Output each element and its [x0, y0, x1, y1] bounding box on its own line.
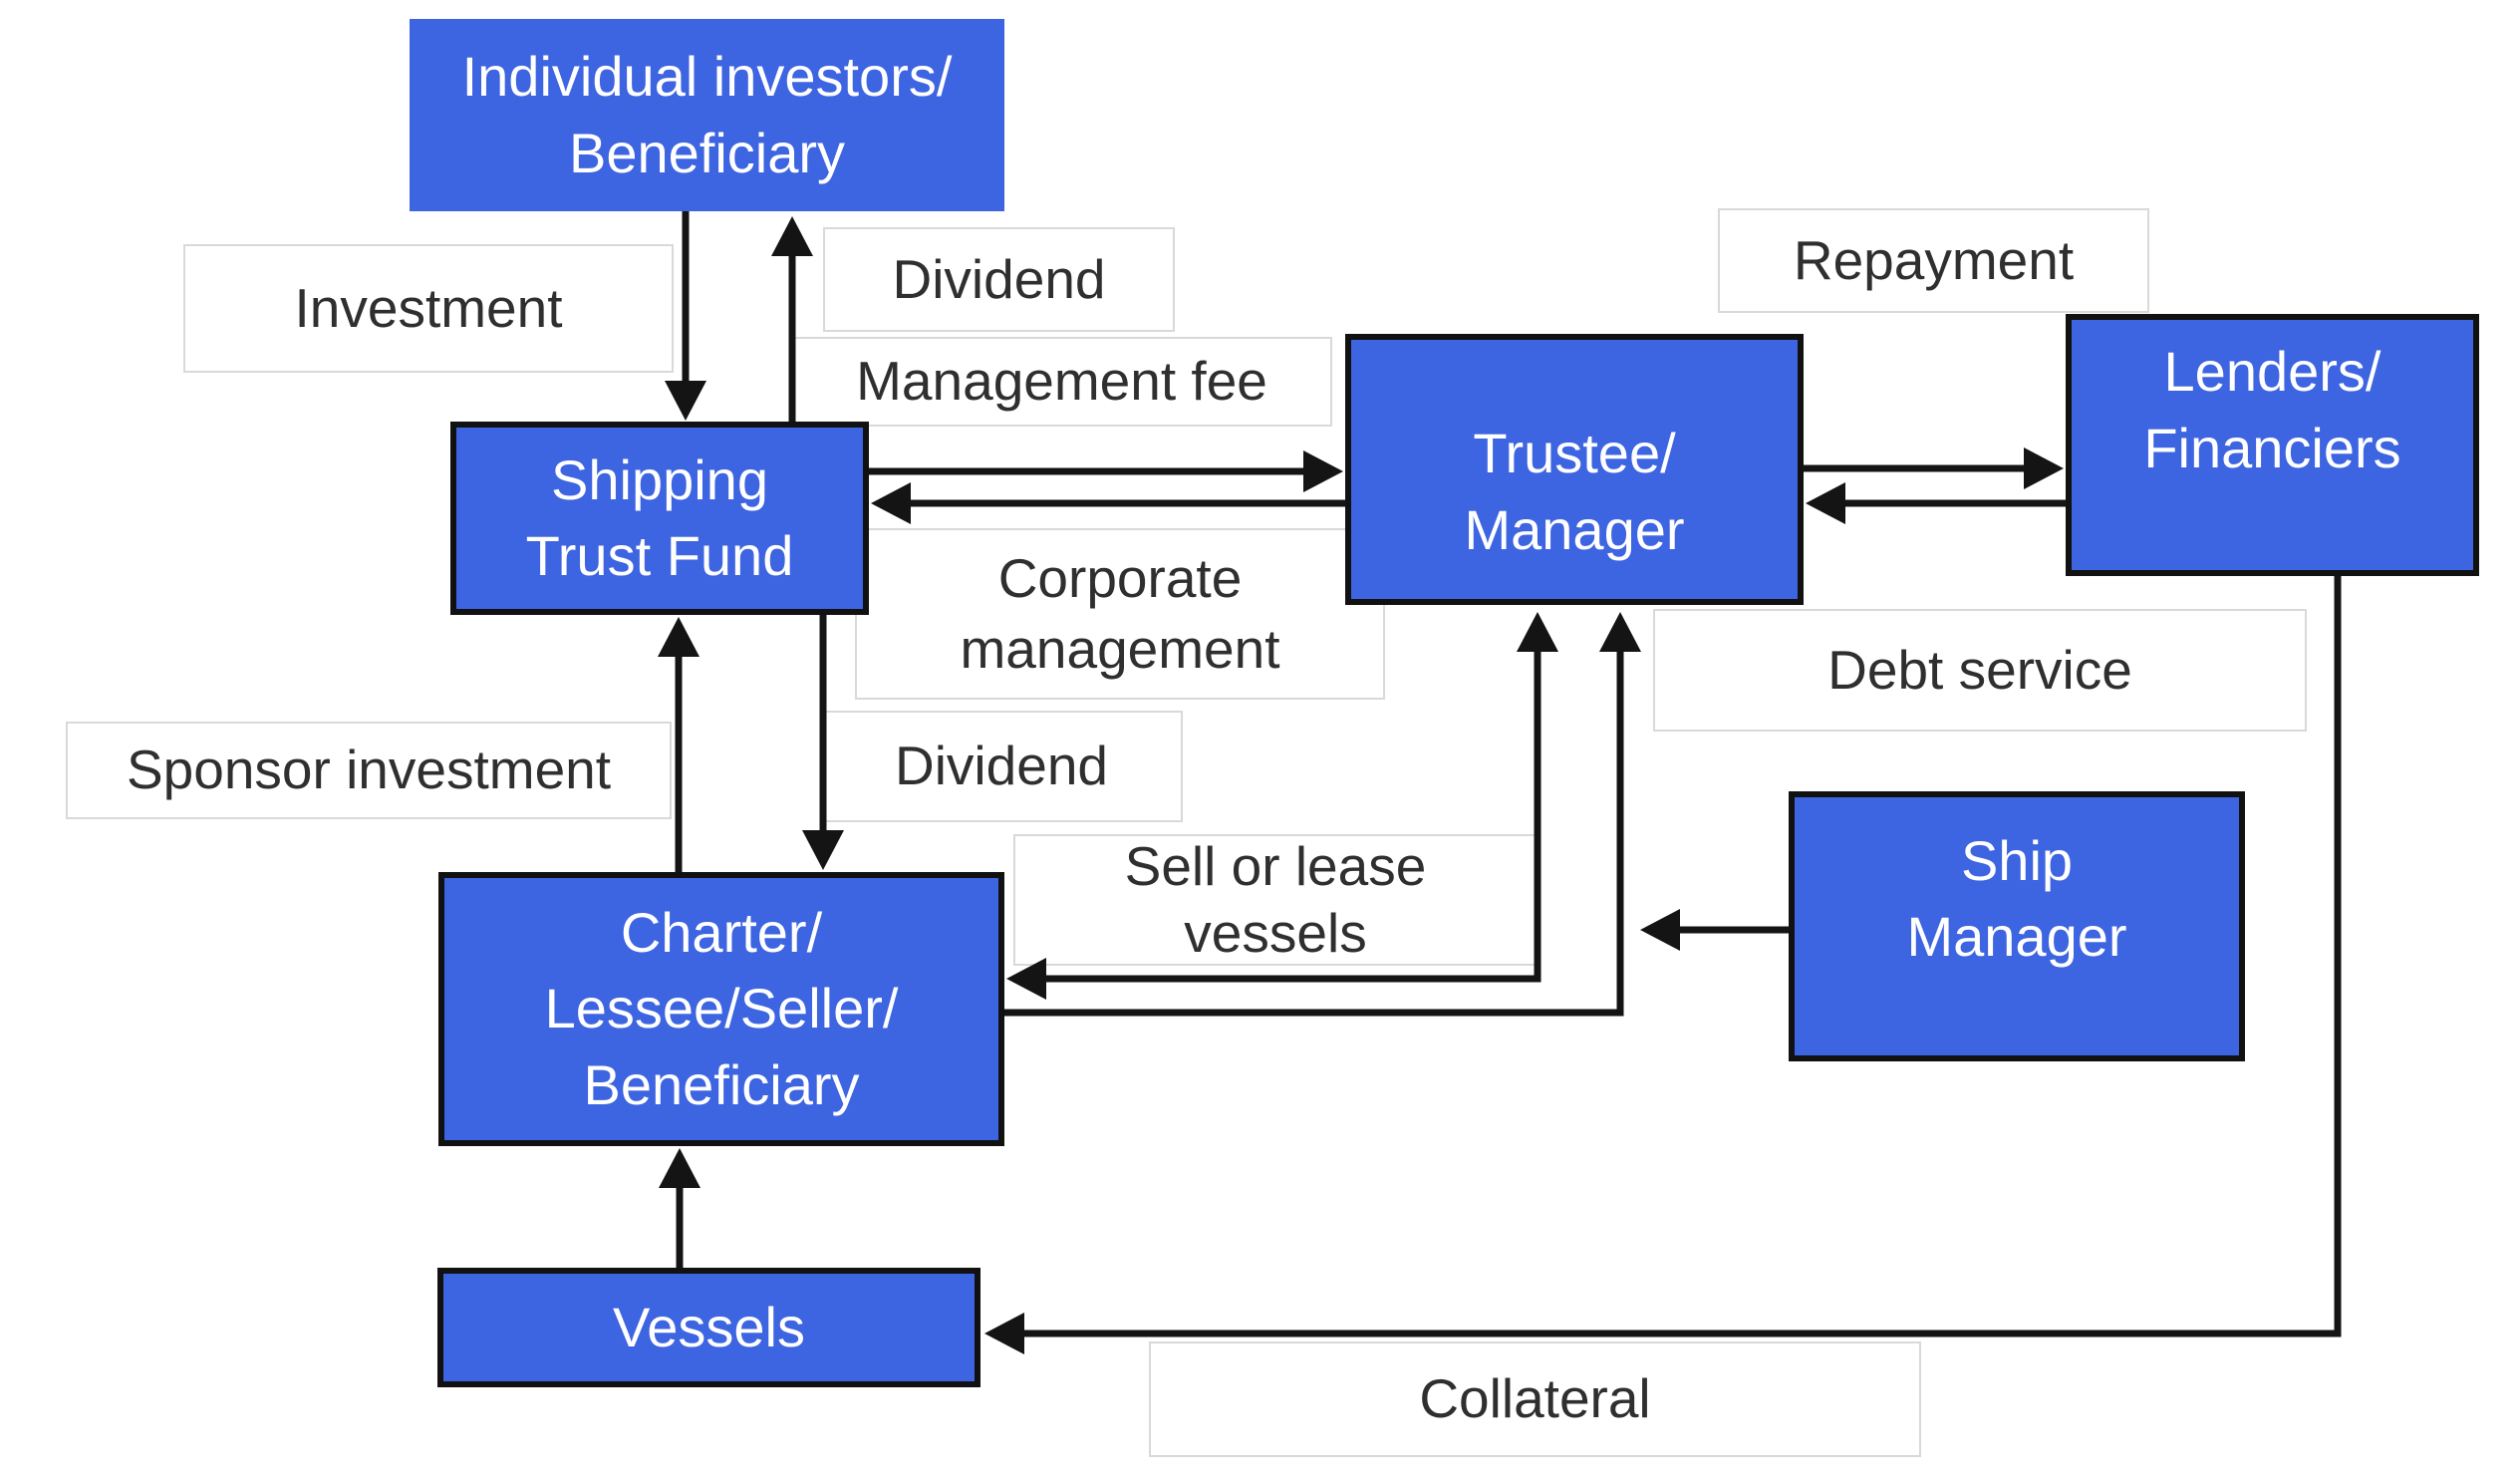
- edge-label-corporate-management: Corporate management: [855, 528, 1385, 700]
- edge-label-collateral: Collateral: [1149, 1341, 1921, 1457]
- node-label-line: Shipping: [551, 447, 768, 511]
- arrow-trustee-to-lenders: [1804, 447, 2064, 489]
- node-label-line: Beneficiary: [583, 1052, 860, 1116]
- edge-label-text: Dividend: [892, 247, 1106, 310]
- edge-label-text: Sponsor investment: [126, 739, 612, 801]
- edge-label-text: Dividend: [894, 735, 1108, 797]
- node-label-line: Ship: [1960, 828, 2074, 892]
- node-label-line: Financiers: [2143, 416, 2401, 479]
- edge-label-sponsor-investment: Sponsor investment: [66, 722, 672, 819]
- node-label-line: Individual investors/: [461, 45, 953, 109]
- arrow-trustee-to-trust-fund: [871, 482, 1345, 524]
- node-label-line: Lessee/Seller/: [544, 977, 899, 1040]
- edge-label-text: management: [960, 618, 1280, 680]
- edge-label-text: Collateral: [1419, 1367, 1651, 1430]
- arrow-trust-fund-to-trustee: [869, 450, 1343, 492]
- edge-label-text: Management fee: [856, 350, 1267, 413]
- node-charter-lessee-seller-beneficiary: Charter/ Lessee/Seller/ Beneficiary: [438, 872, 1004, 1146]
- node-label-line: Trust Fund: [525, 524, 794, 587]
- node-trustee-manager: Trustee/ Manager: [1345, 334, 1804, 605]
- edge-label-text: Debt service: [1827, 638, 2132, 701]
- node-vessels: Vessels: [437, 1268, 980, 1387]
- edge-label-text: vessels: [1184, 902, 1367, 964]
- node-shipping-trust-fund: Shipping Trust Fund: [450, 422, 869, 615]
- node-lenders-financiers: Lenders/ Financiers: [2066, 314, 2479, 576]
- edge-label-management-fee: Management fee: [791, 337, 1332, 427]
- edge-label-text: Sell or lease: [1124, 834, 1427, 897]
- node-individual-investors-beneficiary: Individual investors/ Beneficiary: [410, 19, 1004, 211]
- node-label-line: Manager: [1906, 905, 2127, 968]
- edge-label-dividend-top: Dividend: [823, 227, 1175, 332]
- arrow-lenders-to-trustee: [1806, 482, 2066, 524]
- edge-label-debt-service: Debt service: [1653, 609, 2307, 732]
- node-ship-manager: Ship Manager: [1789, 791, 2245, 1061]
- edge-label-text: Repayment: [1793, 228, 2075, 291]
- node-label-line: Vessels: [613, 1295, 805, 1358]
- arrow-ship-manager-left: [1640, 909, 1789, 951]
- node-label-line: Charter/: [620, 901, 823, 965]
- edge-label-sell-or-lease-vessels: Sell or lease vessels: [1013, 834, 1538, 966]
- node-label-line: Beneficiary: [568, 121, 846, 184]
- edge-label-text: Investment: [294, 276, 563, 339]
- node-label-line: Lenders/: [2163, 340, 2381, 404]
- edge-label-repayment: Repayment: [1718, 208, 2149, 313]
- node-label-line: Trustee/: [1473, 422, 1676, 485]
- edge-label-dividend-bottom: Dividend: [820, 711, 1183, 822]
- edge-label-investment: Investment: [183, 244, 674, 373]
- edge-label-text: Corporate: [997, 546, 1243, 609]
- node-label-line: Manager: [1464, 497, 1685, 561]
- arrow-vessels-to-charter-up: [659, 1148, 700, 1268]
